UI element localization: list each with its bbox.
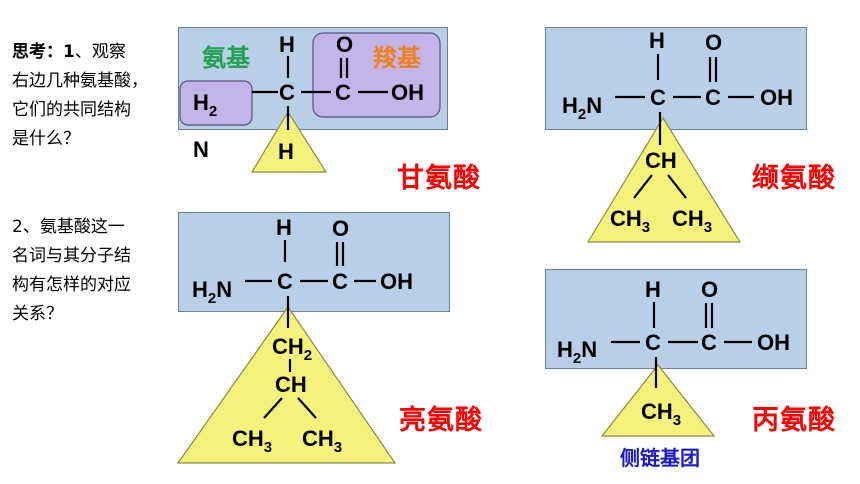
question-2-line4: 关系？ — [12, 304, 63, 324]
alanine-c-alpha: C — [645, 330, 661, 355]
valine-h: H — [649, 28, 665, 53]
question-1-prefix: 思考：1 — [12, 42, 75, 62]
glycine-name: 甘氨酸 — [397, 163, 481, 194]
leucine-ch3-right: CH3 — [302, 426, 342, 456]
question-2-line2: 名词与其分子结 — [12, 246, 131, 266]
side-chain-caption: 侧链基团 — [620, 446, 700, 470]
valine-c-carboxyl: C — [705, 85, 721, 110]
alanine-ch3: CH3 — [641, 399, 681, 429]
question-1-line3: 它们的共同结构 — [12, 100, 131, 120]
question-2-line1: 2、氨基酸这一 — [12, 217, 125, 237]
leucine-ch: CH — [275, 372, 307, 397]
alanine-side-chain-triangle — [600, 364, 716, 437]
valine-o: O — [705, 30, 722, 55]
question-2-line3: 构有怎样的对应 — [12, 275, 131, 295]
valine-side-chain-triangle — [586, 116, 742, 243]
leucine-side-chain-triangle — [176, 305, 397, 464]
bond — [633, 174, 653, 199]
leucine-h: H — [276, 215, 292, 240]
bond — [297, 397, 317, 419]
general-h-bottom: H — [278, 139, 294, 164]
alanine-h: H — [645, 277, 661, 302]
alanine-box — [545, 269, 807, 369]
amino-label: 氨基 — [202, 44, 251, 72]
alanine-nh2: H2N — [557, 337, 597, 367]
valine-ch3-right: CH3 — [672, 206, 712, 236]
bond — [263, 397, 283, 419]
leucine-c-carboxyl: C — [332, 269, 348, 294]
carboxyl-label: 羧基 — [373, 44, 422, 72]
question-1-line1: 、观察 — [74, 42, 126, 62]
leucine-c-alpha: C — [277, 269, 293, 294]
general-o: O — [336, 32, 353, 57]
leucine-o: O — [332, 216, 349, 241]
leucine-name: 亮氨酸 — [399, 405, 483, 436]
question-1-line4: 是什么？ — [12, 129, 80, 149]
amino-n: N — [193, 137, 209, 162]
bond — [667, 174, 687, 199]
question-2: 2、氨基酸这一 名词与其分子结 构有怎样的对应 关系？ — [12, 213, 182, 329]
valine-box — [545, 27, 807, 130]
carboxyl-highlight — [312, 32, 441, 118]
alanine-name: 丙氨酸 — [752, 405, 836, 436]
glycine-side-chain-triangle — [250, 110, 328, 173]
valine-name: 缬氨酸 — [752, 163, 836, 194]
leucine-oh: OH — [380, 269, 413, 294]
amino-highlight — [179, 80, 253, 126]
amino-h: H2 — [193, 90, 217, 120]
question-1-line2: 右边几种氨基酸， — [12, 71, 148, 91]
valine-oh: OH — [760, 85, 793, 110]
alanine-c-carboxyl: C — [701, 330, 717, 355]
valine-c-alpha: C — [650, 85, 666, 110]
general-c-alpha: C — [279, 80, 295, 105]
leucine-nh2: H2N — [192, 277, 232, 307]
alanine-o: O — [701, 277, 718, 302]
leucine-box — [178, 212, 450, 312]
alanine-oh: OH — [757, 330, 790, 355]
valine-ch: CH — [645, 148, 677, 173]
general-c-carboxyl: C — [335, 80, 351, 105]
general-h-top: H — [279, 32, 295, 57]
leucine-ch2: CH2 — [272, 334, 312, 364]
leucine-ch3-left: CH3 — [232, 426, 272, 456]
valine-nh2: H2N — [562, 93, 602, 123]
valine-ch3-left: CH3 — [610, 206, 650, 236]
general-oh: OH — [391, 80, 424, 105]
question-1: 思考：1、观察 右边几种氨基酸， 它们的共同结构 是什么？ — [12, 38, 182, 154]
